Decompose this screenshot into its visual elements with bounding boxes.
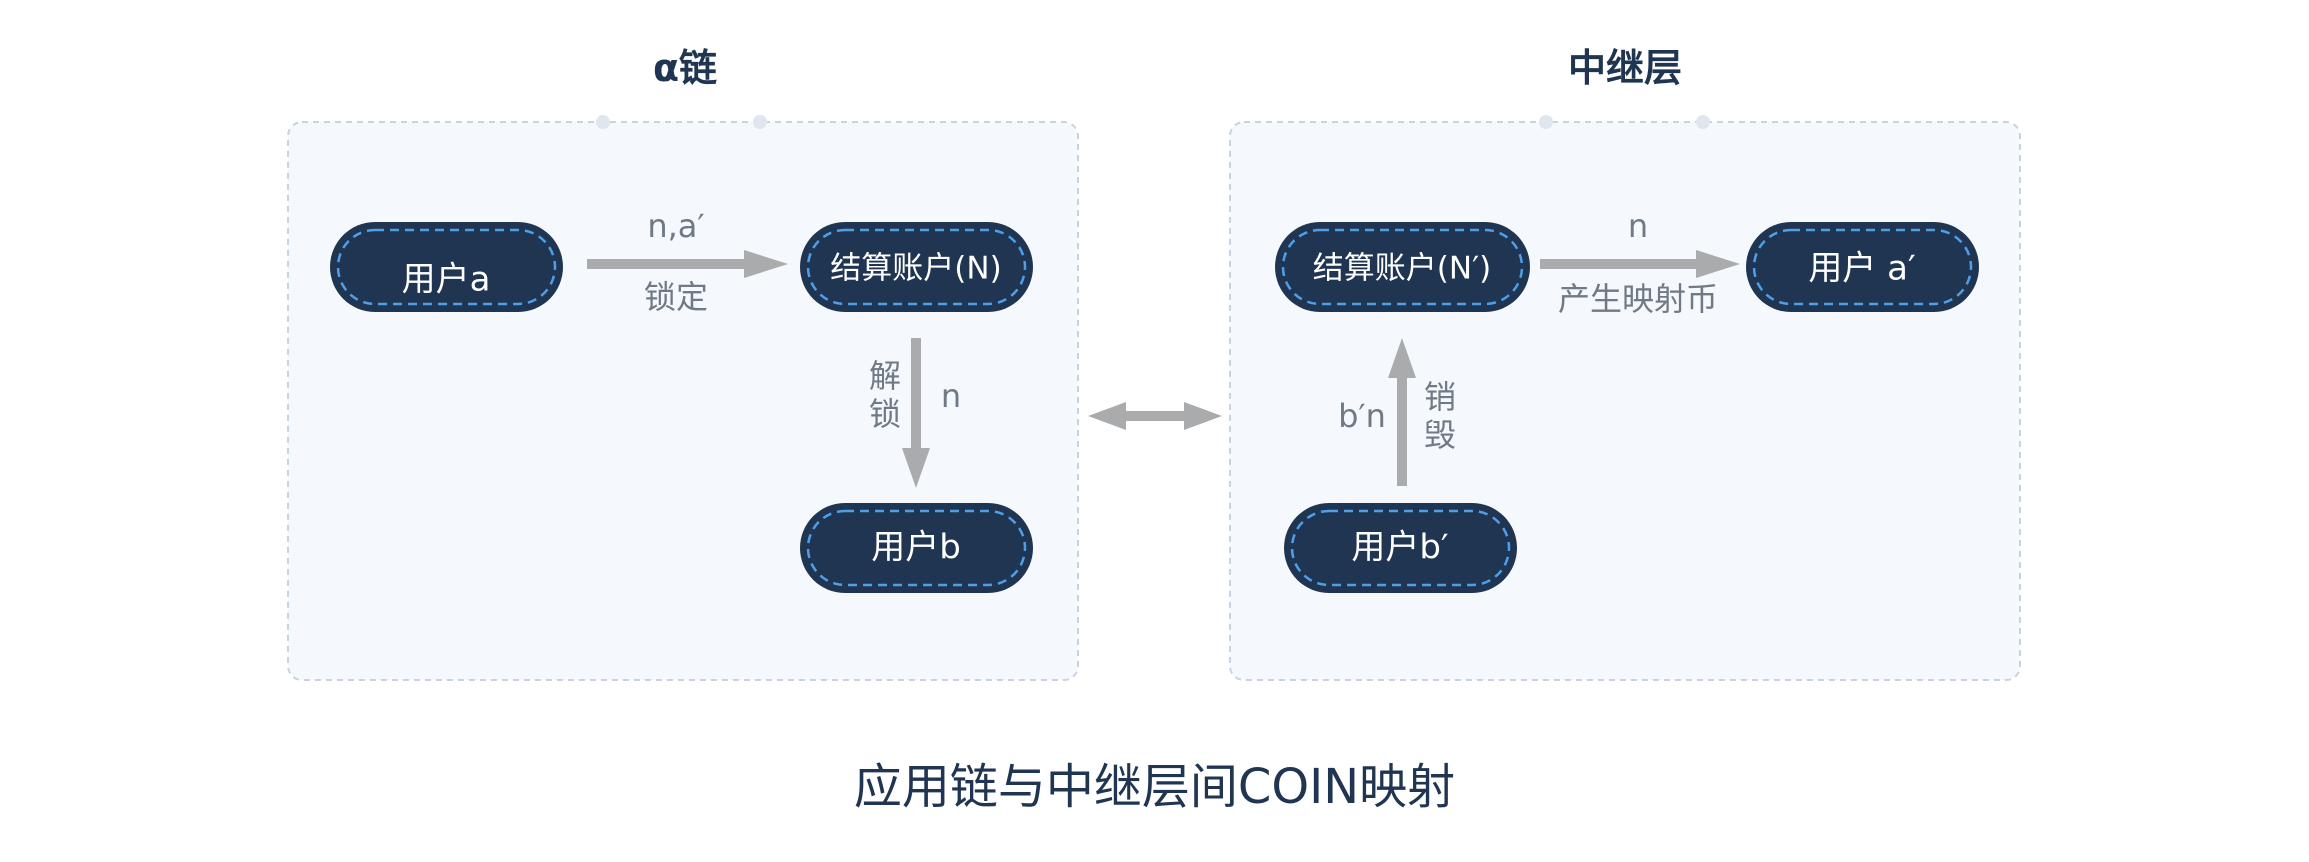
panel-connector-dot bbox=[596, 115, 610, 129]
edge-unlock-amount: n bbox=[941, 377, 961, 415]
panel-connector-dot bbox=[1696, 115, 1710, 129]
edge-mint-label: 产生映射币 bbox=[1558, 280, 1718, 318]
arrow-unlock-head bbox=[902, 448, 930, 488]
edge-unlock-label-1: 解 bbox=[869, 357, 901, 395]
node-settlement-account-n-prime-label: 结算账户(N′) bbox=[1313, 251, 1491, 287]
node-settlement-account-n-label: 结算账户(N) bbox=[830, 251, 1001, 287]
node-settlement-account-n: 结算账户(N) bbox=[800, 222, 1033, 312]
node-user-b-label: 用户b bbox=[871, 528, 961, 568]
arrow-mint-head bbox=[1696, 250, 1740, 278]
edge-unlock-label-2: 锁 bbox=[869, 395, 901, 433]
edge-burn-label-1: 销 bbox=[1424, 378, 1456, 416]
node-user-b-prime: 用户b′ bbox=[1284, 503, 1517, 593]
node-user-a: 用户a bbox=[330, 222, 563, 312]
node-user-a-prime: 用户 a′ bbox=[1746, 222, 1979, 312]
edge-burn-amount: b′n bbox=[1338, 397, 1386, 435]
arrow-lock-head bbox=[744, 250, 788, 278]
panel-connector-dot bbox=[753, 115, 767, 129]
node-user-b: 用户b bbox=[800, 503, 1033, 593]
panel-connector-dot bbox=[1539, 115, 1553, 129]
node-user-a-prime-label: 用户 a′ bbox=[1808, 249, 1915, 289]
edge-burn-label-2: 毁 bbox=[1424, 416, 1456, 454]
arrow-burn-head bbox=[1388, 338, 1416, 378]
edge-mint-amount: n bbox=[1628, 207, 1648, 245]
node-user-a-label: 用户a bbox=[402, 260, 491, 300]
arrow-bidirectional-right-head bbox=[1184, 402, 1222, 430]
panel-title-relay-layer: 中继层 bbox=[1567, 46, 1682, 90]
panel-title-alpha-chain: α链 bbox=[652, 46, 718, 90]
arrow-bidirectional-left-head bbox=[1088, 402, 1126, 430]
edge-lock-amount: n,a′ bbox=[647, 207, 704, 245]
edge-lock-label: 锁定 bbox=[644, 278, 708, 316]
diagram-caption: 应用链与中继层间COIN映射 bbox=[853, 759, 1456, 815]
node-settlement-account-n-prime: 结算账户(N′) bbox=[1275, 222, 1530, 312]
node-user-b-prime-label: 用户b′ bbox=[1351, 528, 1448, 568]
